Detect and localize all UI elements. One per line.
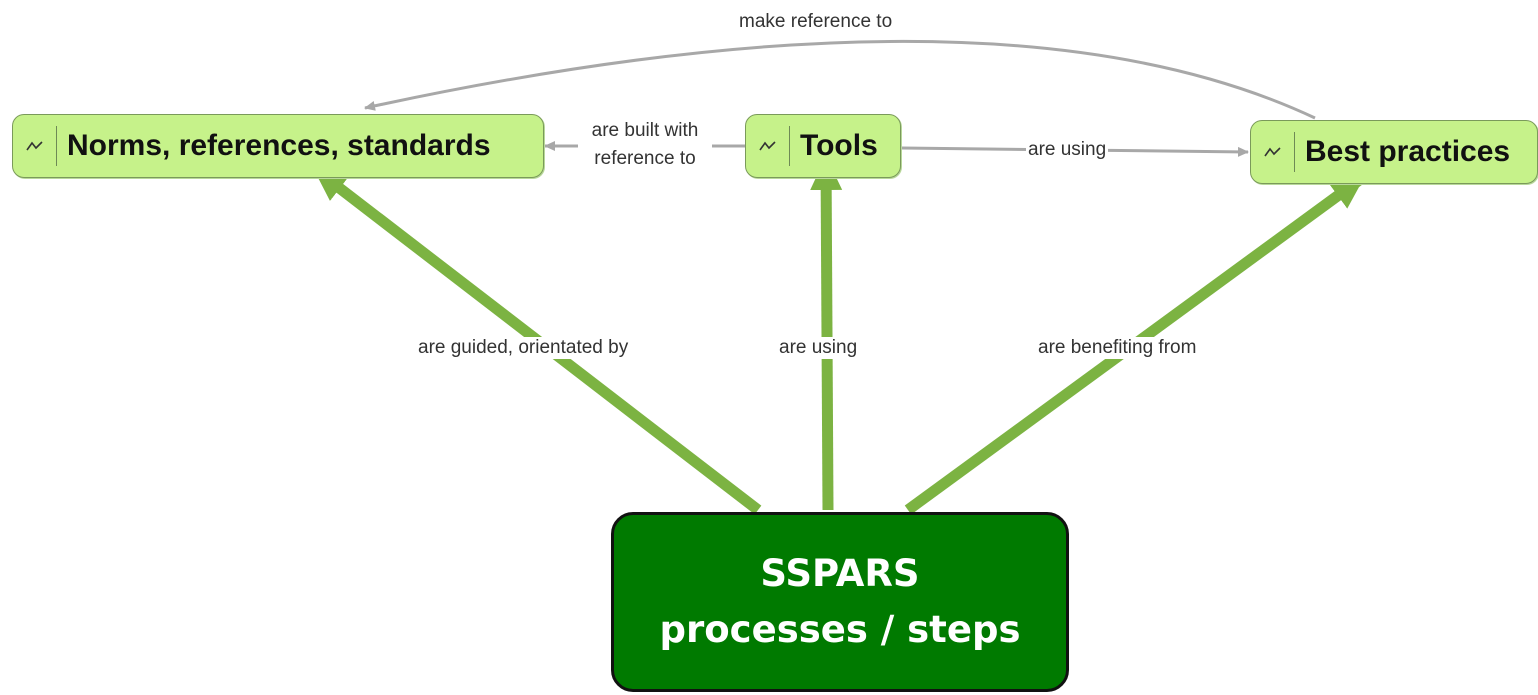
node-sspars-line2: processes / steps (659, 608, 1021, 651)
node-norms-label: Norms, references, standards (67, 129, 491, 162)
edge-label-built-with-line1: are built with (591, 120, 699, 141)
edge-label-tools-using: are using (1026, 139, 1109, 161)
node-sspars[interactable]: SSPARS processes / steps (611, 512, 1069, 692)
make-reference-arrow (364, 39, 1316, 120)
node-tools[interactable]: Tools (745, 114, 901, 178)
node-tools-label: Tools (800, 129, 878, 162)
expand-map-icon[interactable] (13, 126, 57, 166)
node-sspars-line1: SSPARS (760, 552, 920, 595)
expand-map-icon[interactable] (746, 126, 790, 166)
node-norms[interactable]: Norms, references, standards (12, 114, 544, 178)
node-best-practices-label: Best practices (1305, 135, 1511, 168)
edge-label-main-using: are using (777, 337, 860, 359)
edge-label-guided: are guided, orientated by (416, 337, 631, 359)
expand-map-icon[interactable] (1251, 132, 1295, 172)
edge-label-make-reference: make reference to (737, 11, 895, 33)
edge-label-built-with-line2: reference to (594, 148, 696, 169)
edge-label-benefiting: are benefiting from (1036, 337, 1199, 359)
main-using-arrow (810, 156, 843, 511)
node-best-practices[interactable]: Best practices (1250, 120, 1538, 184)
edge-label-built-with: are built with reference to (578, 120, 712, 170)
